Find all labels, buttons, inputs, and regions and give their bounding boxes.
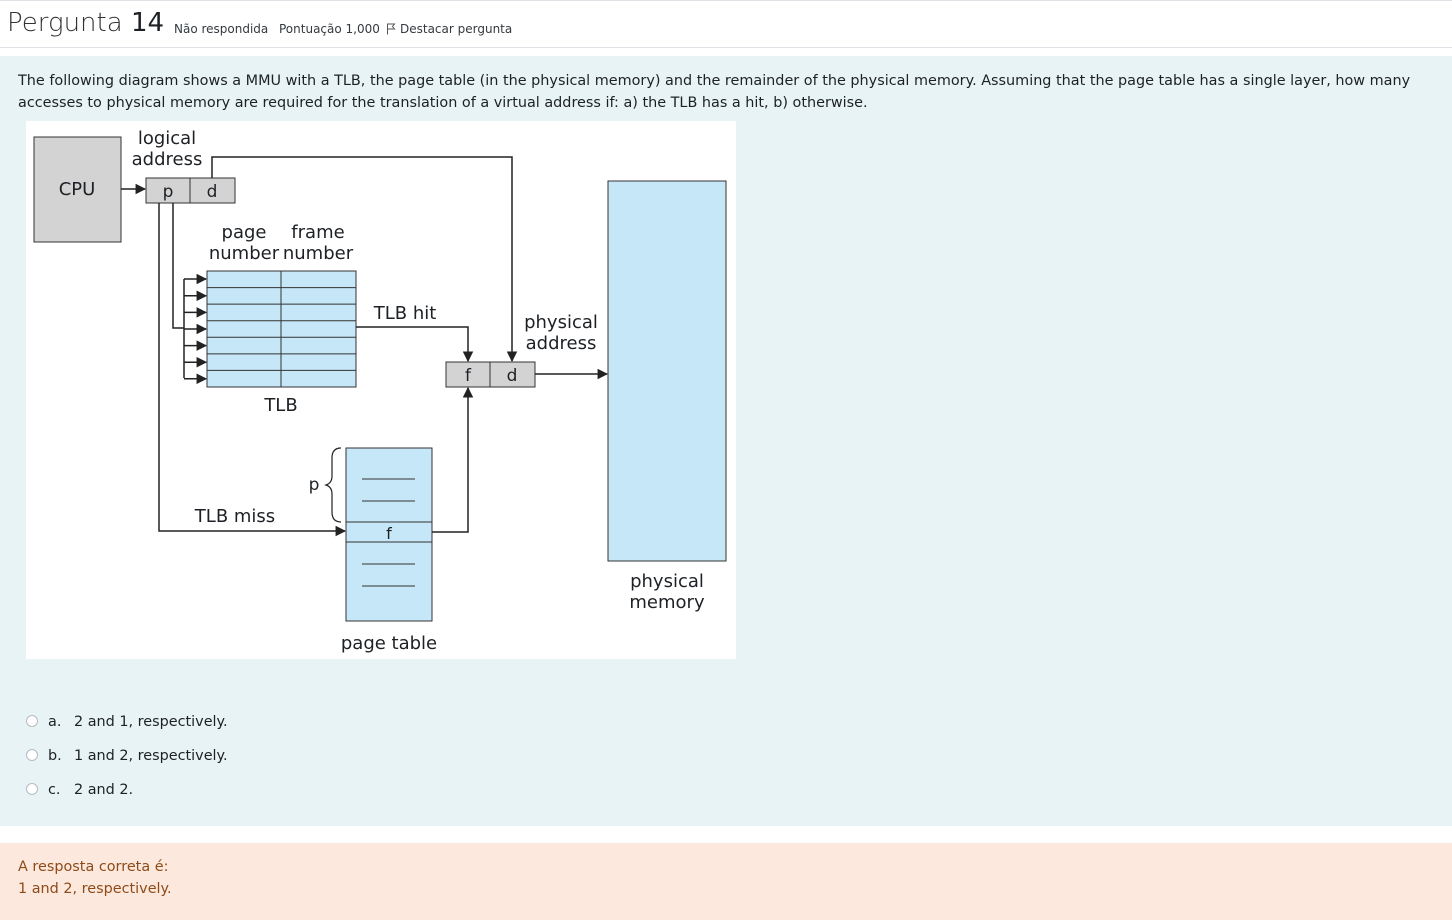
- answer-radio-c[interactable]: [26, 783, 38, 795]
- tlb-page-header-2: number: [209, 243, 280, 264]
- cpu-box: [33, 136, 122, 243]
- cpu-label: CPU: [59, 179, 96, 200]
- diagram-svg: CPU logical address p d page number fram…: [33, 128, 727, 654]
- logical-p-cell: [145, 177, 191, 204]
- physical-address-label-2: address: [526, 333, 597, 354]
- answer-letter-c: c.: [48, 782, 61, 798]
- answer-text-a: 2 and 1, respectively.: [74, 714, 228, 730]
- answer-text-b: 1 and 2, respectively.: [74, 748, 228, 764]
- tlb-table: [206, 270, 357, 388]
- physical-d-label: d: [507, 366, 518, 386]
- answer-radio-b[interactable]: [26, 749, 38, 761]
- question-number: 14: [130, 8, 165, 38]
- question-word: Pergunta: [7, 8, 123, 38]
- question-score: Pontuação 1,000: [279, 22, 380, 36]
- flag-question-label: Destacar pergunta: [400, 22, 513, 36]
- tlb-label: TLB: [263, 395, 297, 416]
- tlb-frame-header-1: frame: [291, 222, 344, 243]
- tlb-frame-header-2: number: [283, 243, 354, 264]
- logical-address-label-2: address: [132, 149, 203, 170]
- tlb-miss-arrow: [158, 203, 347, 537]
- physical-f-label: f: [465, 366, 472, 386]
- logical-d-label: d: [207, 182, 218, 202]
- page-index-p-label: p: [309, 475, 320, 495]
- physical-memory-box: [607, 180, 727, 562]
- answer-radio-a[interactable]: [26, 715, 38, 727]
- tlb-page-header-1: page: [222, 222, 267, 243]
- tlb-miss-label: TLB miss: [194, 506, 275, 527]
- page-index-brace: [324, 447, 342, 523]
- answer-letter-a: a.: [48, 714, 62, 730]
- question-title: Pergunta 14: [7, 8, 164, 38]
- flag-question-link[interactable]: Destacar pergunta: [386, 22, 512, 36]
- page-table-f-label: f: [386, 524, 392, 543]
- question-text: The following diagram shows a MMU with a…: [18, 73, 1411, 111]
- answer-text-c: 2 and 2.: [74, 782, 134, 798]
- tlb-hit-arrow: [356, 326, 474, 363]
- page-table-label: page table: [341, 633, 437, 654]
- tlb-hit-label: TLB hit: [373, 303, 437, 324]
- logical-p-label: p: [163, 182, 174, 202]
- answer-letter-b: b.: [48, 748, 62, 764]
- page-table-to-frame-arrow: [432, 386, 474, 533]
- page-table: [345, 447, 433, 622]
- question-header: Pergunta 14 Não respondida Pontuação 1,0…: [0, 0, 1452, 48]
- feedback-label: A resposta correta é:: [18, 859, 169, 875]
- physical-memory-label-1: physical: [630, 571, 704, 592]
- physical-memory-label-2: memory: [629, 592, 705, 613]
- logical-address-label-1: logical: [138, 128, 196, 149]
- question-content: The following diagram shows a MMU with a…: [0, 56, 1452, 826]
- tlb-lookup-arrows: [172, 203, 208, 385]
- feedback-answer: 1 and 2, respectively.: [18, 881, 172, 897]
- question-status: Não respondida: [174, 22, 269, 36]
- correct-answer-feedback: A resposta correta é: 1 and 2, respectiv…: [0, 843, 1452, 920]
- offset-line: [211, 156, 518, 363]
- flag-icon: [387, 23, 396, 35]
- physical-address-label-1: physical: [524, 312, 598, 333]
- mmu-tlb-diagram: CPU logical address p d page number fram…: [26, 121, 736, 659]
